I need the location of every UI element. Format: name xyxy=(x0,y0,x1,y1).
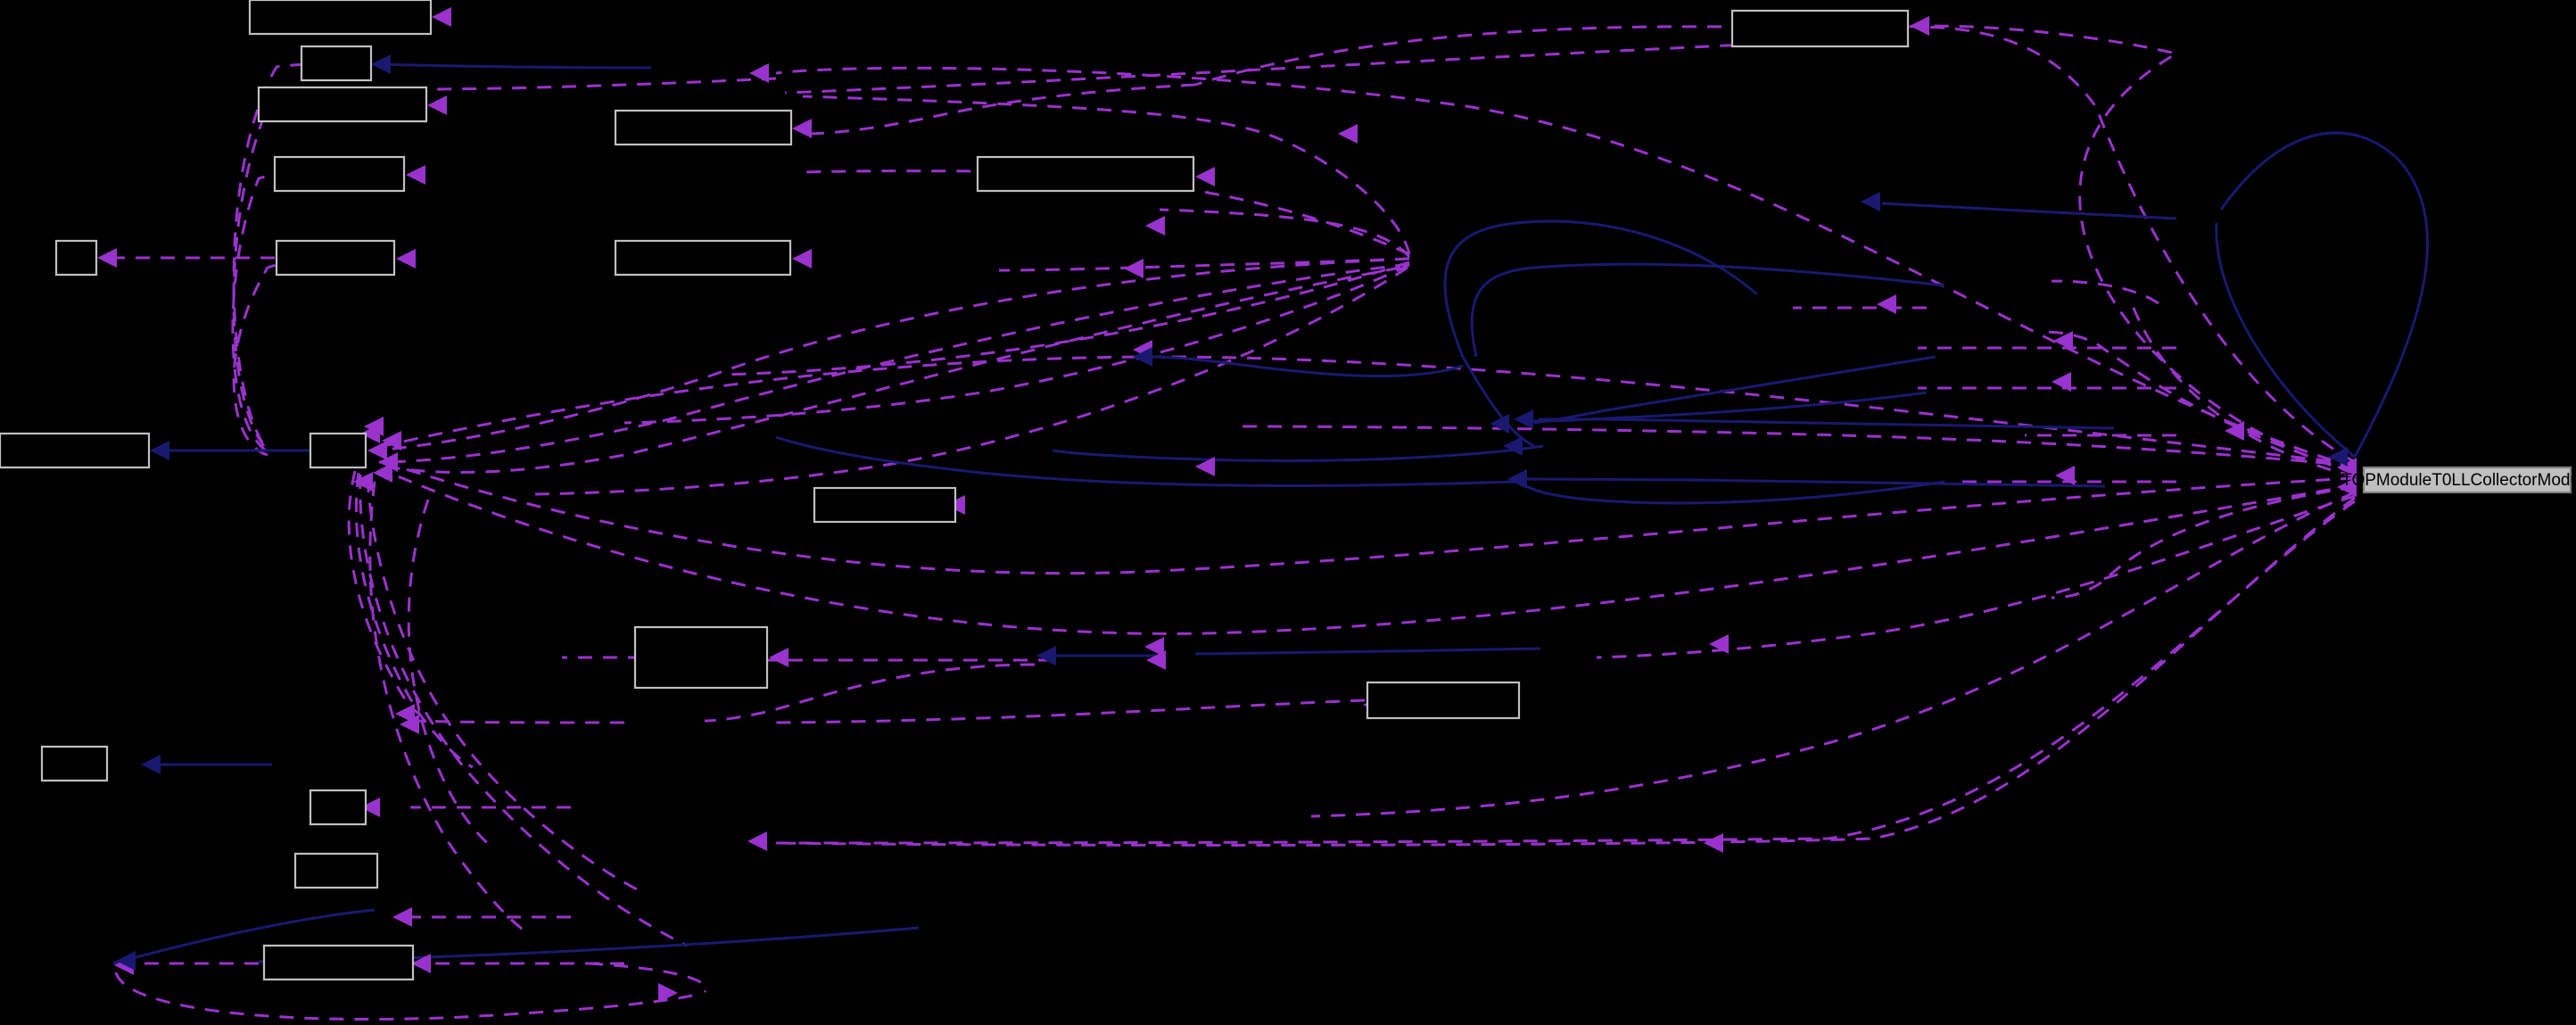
node-n07[interactable] xyxy=(54,239,98,277)
node-n11[interactable] xyxy=(0,432,151,469)
node-n17[interactable] xyxy=(309,789,367,826)
node-n06[interactable] xyxy=(976,155,1195,193)
focus-node-topmodulet0llcollectormodule[interactable]: TOPModuleT0LLCollectorModule xyxy=(2341,466,2576,494)
node-n16[interactable] xyxy=(40,745,109,782)
node-n19[interactable] xyxy=(262,944,415,981)
node-n09[interactable] xyxy=(614,239,792,277)
node-n13[interactable] xyxy=(813,486,957,524)
node-n10[interactable] xyxy=(1730,9,1910,48)
node-n05[interactable] xyxy=(273,155,406,193)
node-n14[interactable] xyxy=(633,625,769,690)
node-n01[interactable] xyxy=(248,0,433,36)
node-n02[interactable] xyxy=(300,45,373,82)
node-n18[interactable] xyxy=(293,852,379,889)
node-group: TOPModuleT0LLCollectorModule xyxy=(0,0,2576,981)
node-n15[interactable] xyxy=(1366,681,1521,720)
node-n08[interactable] xyxy=(275,239,396,277)
node-n12[interactable] xyxy=(309,432,367,469)
node-n04[interactable] xyxy=(614,109,793,146)
focus-node-label: TOPModuleT0LLCollectorModule xyxy=(2341,471,2576,490)
node-n03[interactable] xyxy=(257,86,428,123)
